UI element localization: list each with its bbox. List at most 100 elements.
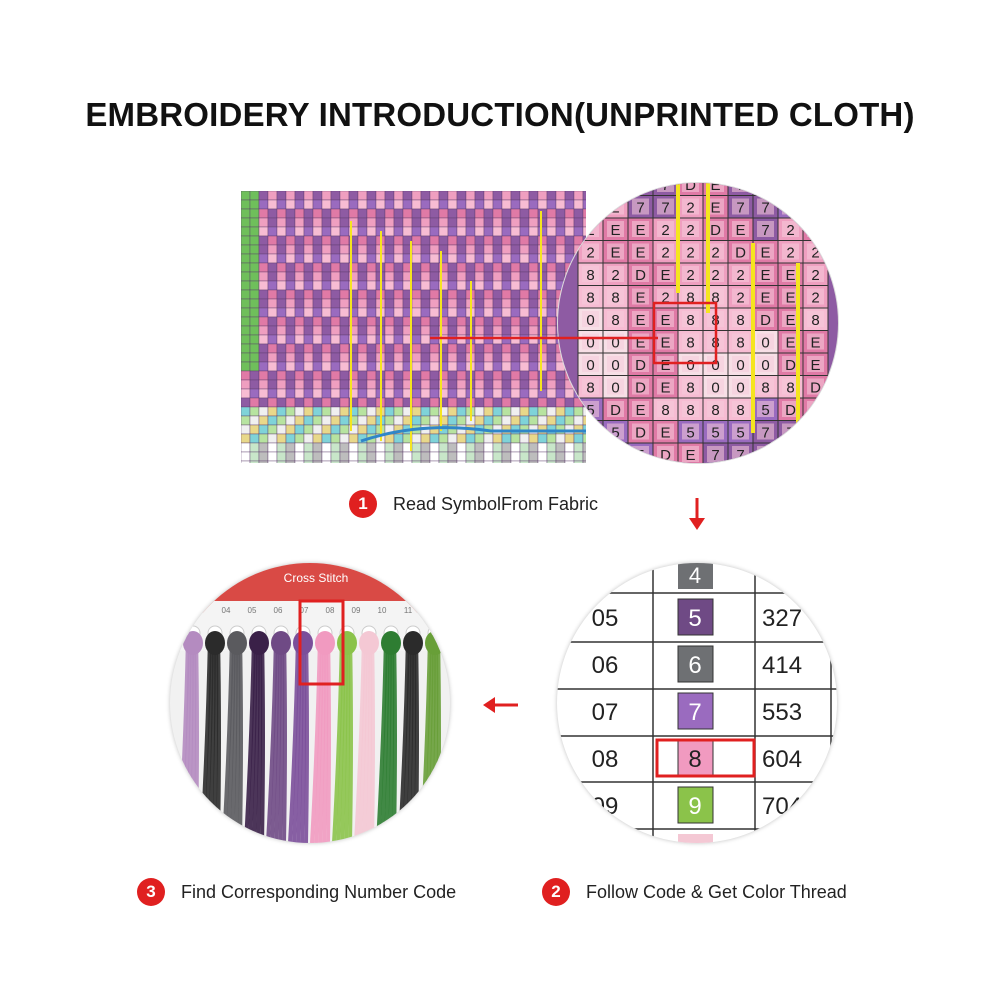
zoom-symbol: 7 xyxy=(636,200,644,217)
chart-swatch-bottom xyxy=(678,834,713,843)
page-title: EMBROIDERY INTRODUCTION(UNPRINTED CLOTH) xyxy=(85,96,915,133)
step-label: Find Corresponding Number Code xyxy=(181,881,457,902)
zoom-symbol: 8 xyxy=(711,402,719,419)
zoom-symbol: 0 xyxy=(611,380,619,397)
chart-highlight-box xyxy=(655,738,756,778)
zoom-symbol: E xyxy=(785,267,795,284)
chart-code: 07 xyxy=(592,699,619,726)
step-label: Follow Code & Get Color Thread xyxy=(586,881,847,902)
zoom-symbol: E xyxy=(660,335,670,352)
zoom-symbol: 8 xyxy=(761,380,769,397)
zoom-symbol: D xyxy=(810,380,821,397)
chart-code: 08 xyxy=(592,746,619,773)
thread-skein xyxy=(244,631,269,843)
zoom-symbol: E xyxy=(810,357,820,374)
zoom-symbol: E xyxy=(760,267,770,284)
zoom-symbol: E xyxy=(710,183,720,194)
zoom-symbol: 8 xyxy=(586,267,594,284)
zoom-symbol: 5 xyxy=(711,425,719,442)
zoom-symbol: 2 xyxy=(686,245,694,262)
zoom-symbol: E xyxy=(660,312,670,329)
zoom-symbol: D xyxy=(710,222,721,239)
zoom-symbol: 0 xyxy=(711,380,719,397)
zoom-symbol: D xyxy=(635,425,646,442)
zoom-symbol: 8 xyxy=(611,312,619,329)
zoom-symbol: D xyxy=(785,402,796,419)
zoom-symbol: 2 xyxy=(736,290,744,307)
zoom-symbol: E xyxy=(635,335,645,352)
zoom-symbol: D xyxy=(735,245,746,262)
zoom-symbol: 2 xyxy=(786,245,794,262)
zoom-symbol: 8 xyxy=(811,312,819,329)
zoom-symbol: 8 xyxy=(686,402,694,419)
zoom-symbol: E xyxy=(610,245,620,262)
thread-skein xyxy=(310,631,335,843)
thread-slot-label: 10 xyxy=(378,606,387,615)
zoom-symbol: D xyxy=(635,357,646,374)
zoom-symbol: 0 xyxy=(611,357,619,374)
zoom-symbol: E xyxy=(785,290,795,307)
chart-symbol: 9 xyxy=(688,793,701,820)
zoom-symbol: 8 xyxy=(686,290,694,307)
zoom-symbol: 7 xyxy=(711,447,719,463)
chart-color-swatch xyxy=(677,786,714,824)
thread-skein xyxy=(222,631,247,843)
zoom-symbol: E xyxy=(810,335,820,352)
zoom-symbol: 0 xyxy=(586,335,594,352)
zoom-symbol: E xyxy=(785,312,795,329)
thread-card-banner: Cross Stitch xyxy=(284,571,349,585)
zoom-symbol: E xyxy=(685,447,695,463)
zoom-symbol: D xyxy=(685,183,696,194)
thread-skein xyxy=(266,631,291,843)
zoom-symbol: 5 xyxy=(761,402,769,419)
step-number-badge: 2 xyxy=(542,878,570,906)
chart-code: 06 xyxy=(592,652,619,679)
zoom-symbol: 7 xyxy=(761,222,769,239)
zoom-symbol: 7 xyxy=(661,200,669,217)
zoom-highlight-box xyxy=(652,301,718,365)
chart-swatch-top xyxy=(678,563,713,589)
chart-dmc-number: 327 xyxy=(762,605,802,632)
zoom-symbol: 7 xyxy=(736,447,744,463)
zoom-symbol: 2 xyxy=(661,290,669,307)
zoom-symbol: 2 xyxy=(811,290,819,307)
zoom-symbol: D xyxy=(635,267,646,284)
thread-slot-label: 06 xyxy=(274,606,283,615)
zoom-symbol: E xyxy=(635,402,645,419)
zoom-symbol: E xyxy=(610,222,620,239)
zoom-symbol: 8 xyxy=(686,312,694,329)
zoom-symbol: 8 xyxy=(736,335,744,352)
chart-color-swatch xyxy=(677,692,714,730)
zoom-symbol: 5 xyxy=(736,425,744,442)
zoom-symbol: 0 xyxy=(761,335,769,352)
zoom-symbol: 2 xyxy=(686,222,694,239)
zoom-symbol: 2 xyxy=(661,222,669,239)
thread-slot-label: 09 xyxy=(352,606,361,615)
zoom-symbol: 0 xyxy=(686,357,694,374)
zoom-symbol: 2 xyxy=(811,245,819,262)
zoom-symbol: D xyxy=(635,380,646,397)
thread-slot-label: 04 xyxy=(222,606,231,615)
chart-color-swatch xyxy=(677,645,714,683)
zoom-symbol: E xyxy=(660,357,670,374)
chart-color-swatch xyxy=(677,739,714,777)
thread-skein xyxy=(354,631,379,843)
zoom-symbol: 7 xyxy=(661,183,669,194)
zoom-symbol: E xyxy=(635,222,645,239)
zoom-symbol: 8 xyxy=(736,312,744,329)
step-label: Read SymbolFrom Fabric xyxy=(393,493,599,514)
zoom-symbol: 8 xyxy=(586,380,594,397)
zoom-symbol: E xyxy=(785,335,795,352)
zoom-symbol: 0 xyxy=(586,312,594,329)
zoom-symbol: 8 xyxy=(736,402,744,419)
thread-skein xyxy=(376,631,401,843)
zoom-symbol: 7 xyxy=(761,425,769,442)
chart-code: 05 xyxy=(592,605,619,632)
step-1: 1 Read SymbolFrom Fabric xyxy=(349,490,598,518)
chart-dmc-number: 414 xyxy=(762,652,802,679)
step-3: 3 Find Corresponding Number Code xyxy=(137,878,456,906)
zoom-symbol: 0 xyxy=(736,357,744,374)
